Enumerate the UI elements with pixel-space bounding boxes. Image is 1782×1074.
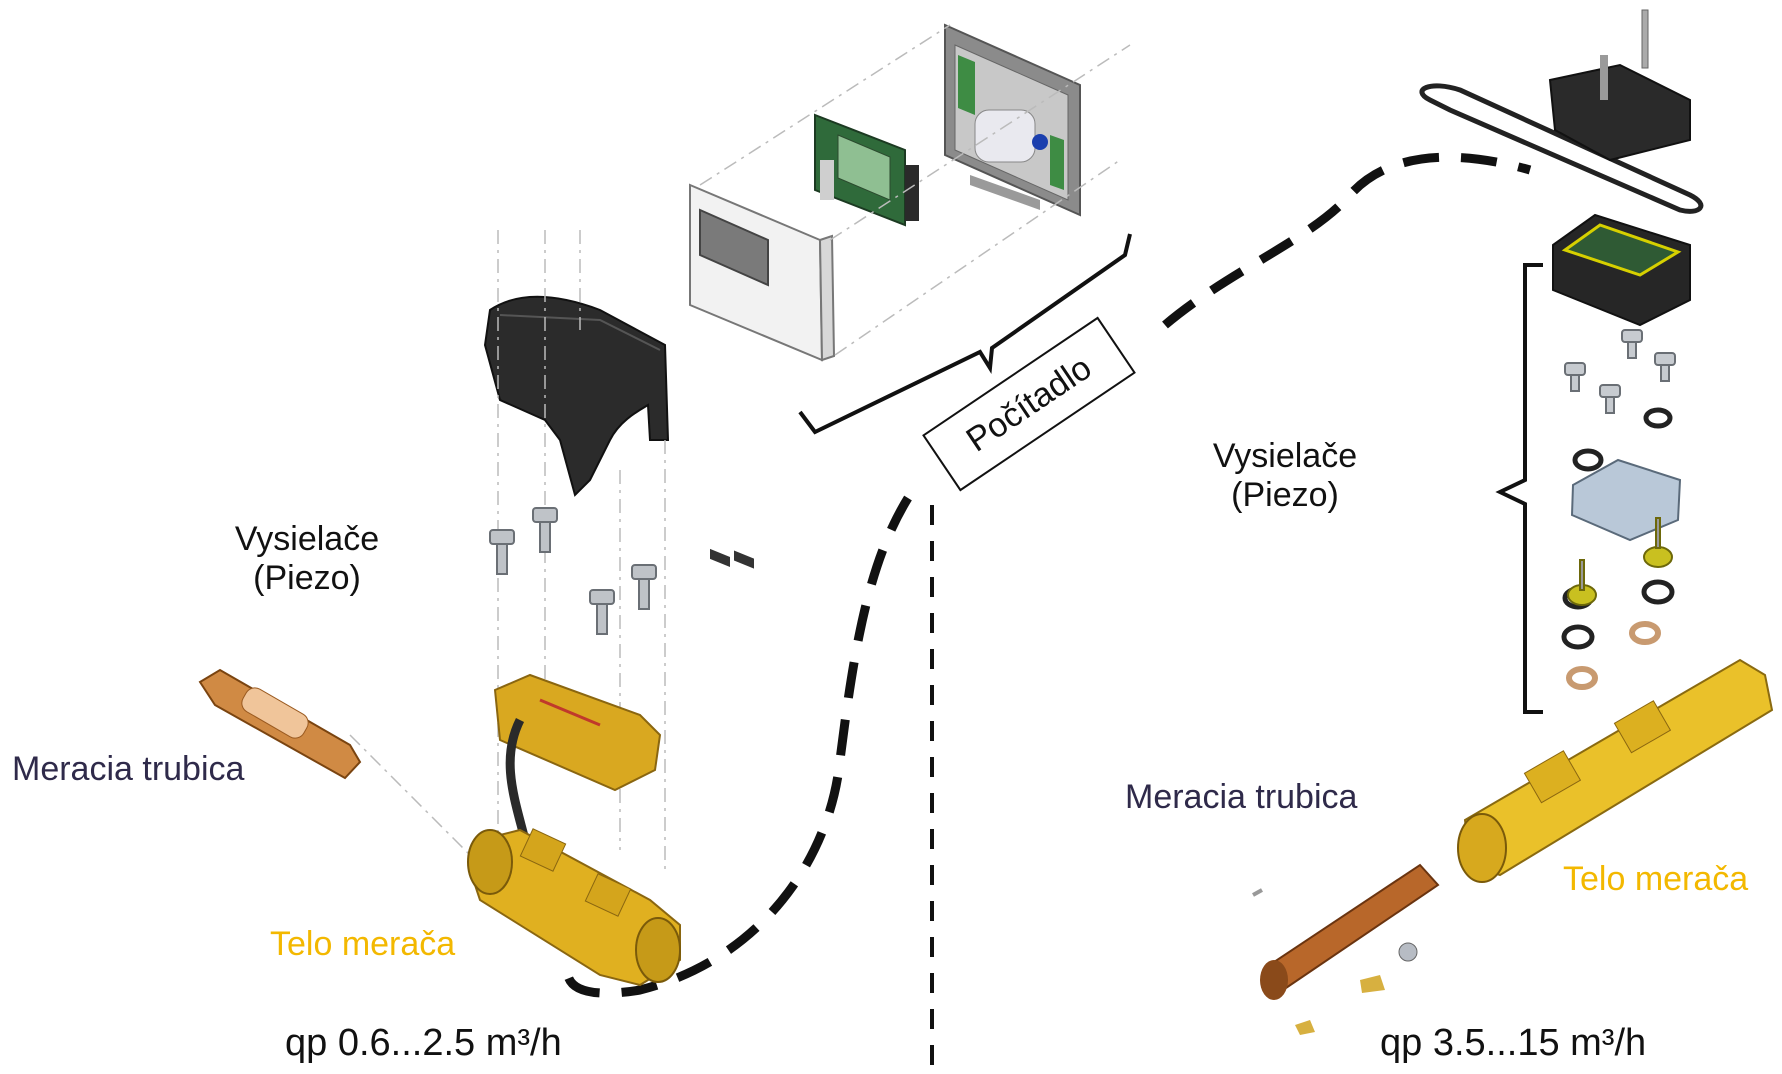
right-mounting-plate bbox=[1570, 458, 1682, 542]
counter-explode-lines bbox=[699, 24, 1131, 356]
left-cable-connector bbox=[563, 495, 912, 998]
counter-housing-back bbox=[944, 23, 1081, 217]
right-meter-body-label: Telo merača bbox=[1563, 860, 1749, 898]
right-transmitters-line2: (Piezo) bbox=[1231, 476, 1339, 515]
left-transmitters-line2: (Piezo) bbox=[253, 559, 361, 598]
right-black-cover bbox=[1548, 55, 1691, 162]
counter-housing-front bbox=[689, 183, 836, 569]
right-measuring-tube-label: Meracia trubica bbox=[1125, 778, 1358, 816]
left-flow-range-label: qp 0.6...2.5 m³/h bbox=[285, 1022, 562, 1064]
right-transmitters-line1: Vysielače bbox=[1212, 437, 1358, 475]
right-transmitters-brace bbox=[1495, 263, 1543, 714]
left-meter-body bbox=[467, 828, 681, 987]
right-flow-range-label: qp 3.5...15 m³/h bbox=[1380, 1022, 1647, 1064]
right-washers bbox=[1566, 621, 1661, 690]
right-cable-connector bbox=[1162, 152, 1532, 329]
right-cable-loop bbox=[1419, 83, 1704, 214]
right-screws bbox=[1564, 329, 1676, 414]
left-meter-body-label: Telo merača bbox=[270, 925, 456, 963]
left-screws bbox=[489, 507, 657, 635]
left-transducer-block bbox=[493, 673, 662, 842]
right-pin bbox=[1641, 9, 1649, 69]
counter-bracket bbox=[798, 233, 1132, 435]
right-piezo-transducers bbox=[1567, 517, 1673, 606]
right-meter-body bbox=[1457, 658, 1774, 883]
left-transmitters-label: Vysielače (Piezo) bbox=[222, 520, 392, 598]
right-transmitters-label: Vysielače (Piezo) bbox=[1200, 437, 1370, 515]
left-explode-lines bbox=[349, 230, 666, 900]
left-measuring-tube-label: Meracia trubica bbox=[12, 750, 245, 788]
counter-display-pcb bbox=[814, 113, 919, 227]
right-measuring-tube bbox=[1252, 863, 1440, 1035]
left-black-cover bbox=[483, 295, 670, 497]
right-electronics-block bbox=[1552, 213, 1691, 327]
left-transmitters-line1: Vysielače bbox=[234, 520, 380, 558]
left-measuring-tube bbox=[198, 668, 362, 780]
